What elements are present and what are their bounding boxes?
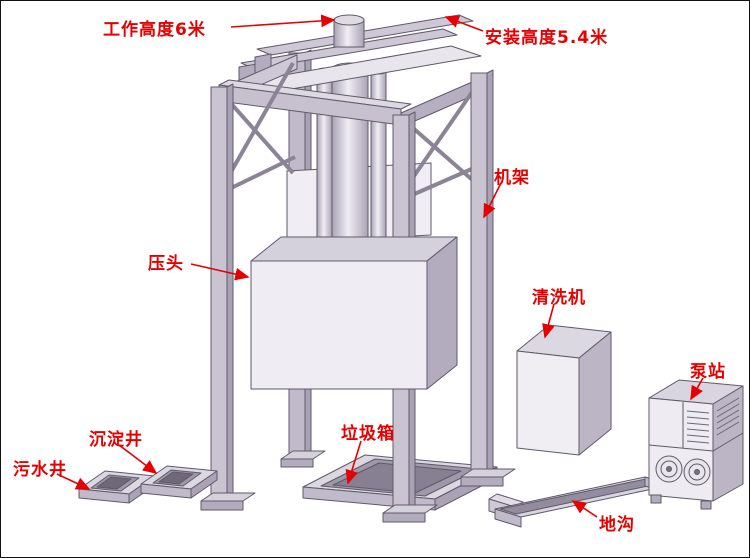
arrow-garbage-bin (345, 440, 362, 485)
press-head-box (250, 236, 458, 390)
arrow-frame (483, 182, 502, 219)
vent-louvers (686, 397, 740, 444)
arrow-install-height (444, 15, 484, 32)
label-settling-well: 沉淀井 (89, 430, 143, 450)
frame-column-front-left (200, 83, 256, 511)
label-press-head: 压头 (148, 254, 184, 274)
label-working-height: 工作高度6米 (103, 20, 206, 40)
arrow-settling-well (118, 444, 158, 474)
frame-braces (224, 62, 484, 201)
label-install-height: 安装高度5.4米 (485, 28, 609, 48)
frame-column-back-right (460, 69, 516, 487)
fan-openings (655, 455, 711, 486)
arrow-pump-station (690, 377, 704, 401)
arrow-sewage-well (56, 473, 91, 490)
label-trench: 地沟 (599, 515, 635, 535)
label-sewage-well: 污水井 (13, 460, 67, 480)
settling-well (140, 465, 218, 499)
arrow-washer (542, 303, 555, 339)
label-washer: 清洗机 (532, 288, 586, 308)
leader-arrows (56, 14, 704, 518)
label-frame: 机架 (494, 168, 530, 188)
label-garbage-bin: 垃圾箱 (341, 424, 395, 444)
washing-machine (516, 324, 612, 456)
ground-trench (488, 476, 672, 528)
arrow-trench (571, 500, 598, 518)
arrow-working-height (230, 14, 336, 28)
pump-station (648, 379, 744, 510)
arrow-press-head (190, 263, 250, 281)
label-pump-station: 泵站 (690, 362, 726, 382)
cylinder-cap (333, 14, 365, 48)
